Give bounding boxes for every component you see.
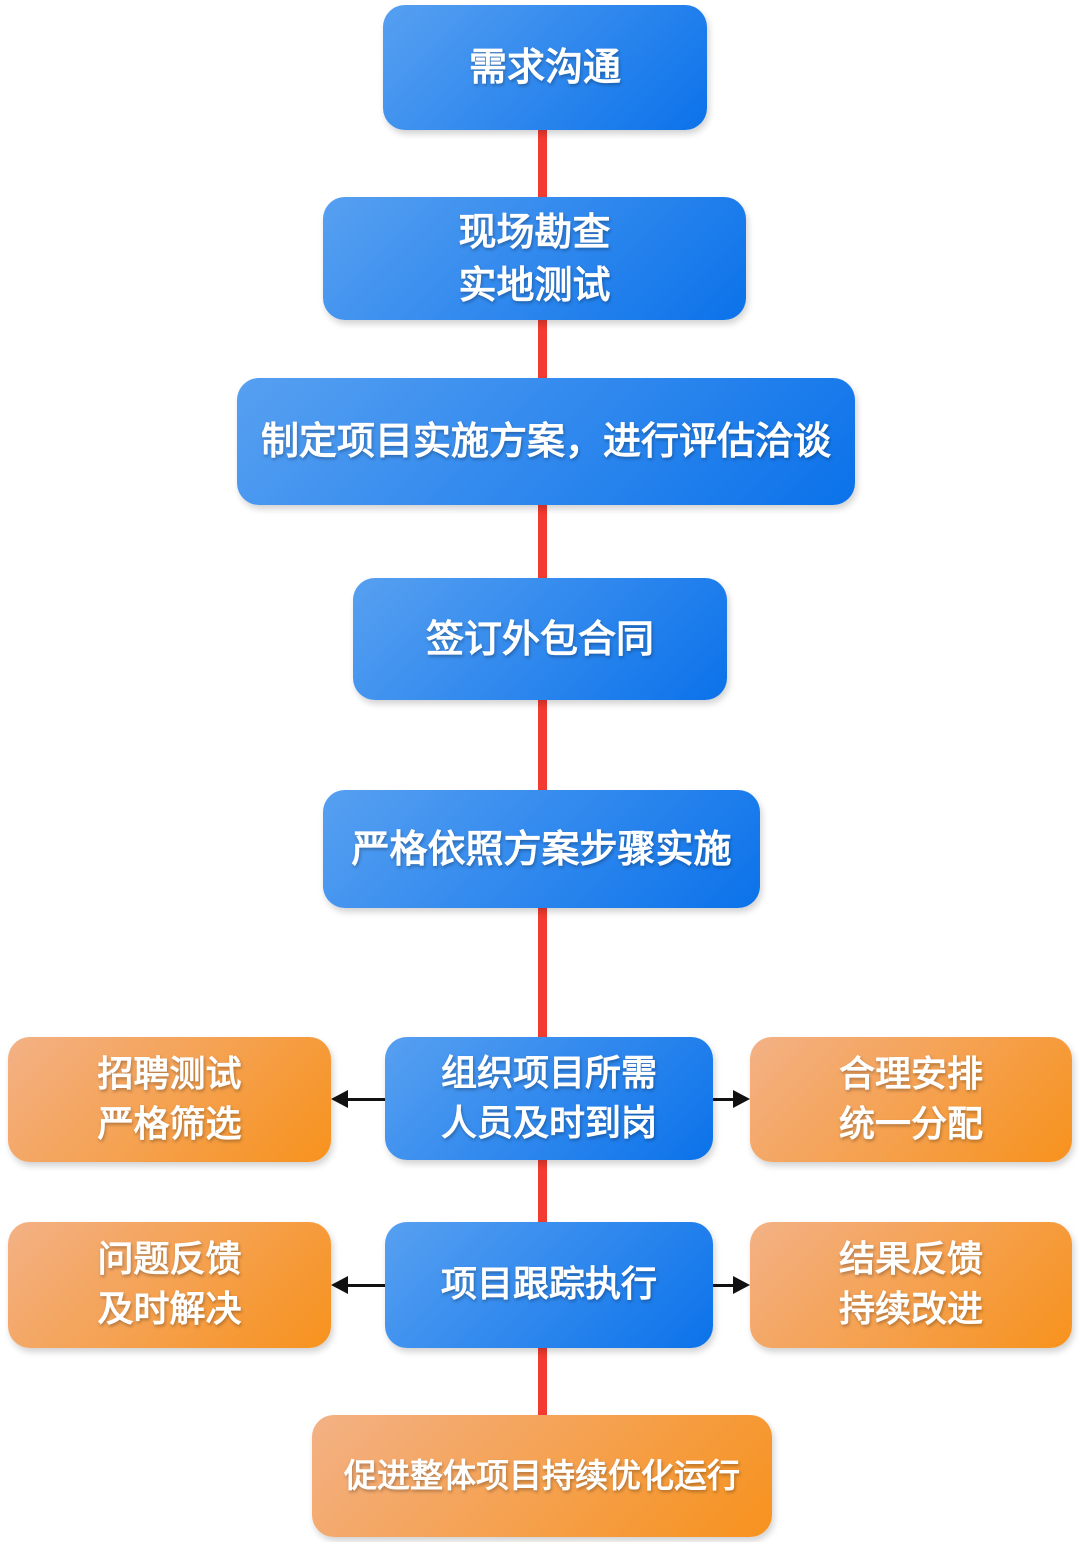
arrow-shaft	[713, 1097, 736, 1101]
node-requirements-communication: 需求沟通	[383, 5, 707, 130]
node-project-tracking-execution: 项目跟踪执行	[385, 1222, 713, 1348]
node-recruit-test-screening: 招聘测试 严格筛选	[8, 1037, 331, 1162]
arrowhead-left-icon	[331, 1276, 348, 1294]
node-arrange-allocate: 合理安排 统一分配	[750, 1037, 1072, 1162]
node-result-feedback-improve: 结果反馈 持续改进	[750, 1222, 1072, 1348]
arrow-shaft	[345, 1283, 385, 1287]
node-site-survey-field-test: 现场勘查 实地测试	[323, 197, 746, 320]
node-promote-continuous-optimization: 促进整体项目持续优化运行	[312, 1415, 772, 1537]
arrowhead-left-icon	[331, 1090, 348, 1108]
arrow-to-recruit-test-icon	[331, 1090, 385, 1108]
arrow-to-problem-feedback-icon	[331, 1276, 385, 1294]
node-sign-outsourcing-contract: 签订外包合同	[353, 578, 727, 700]
arrow-shaft	[345, 1097, 385, 1101]
main-flow-connector-line	[538, 60, 547, 1476]
node-strict-implementation: 严格依照方案步骤实施	[323, 790, 760, 908]
arrow-shaft	[713, 1283, 736, 1287]
node-problem-feedback-resolve: 问题反馈 及时解决	[8, 1222, 331, 1348]
arrowhead-right-icon	[733, 1276, 750, 1294]
node-implementation-plan-evaluation: 制定项目实施方案，进行评估洽谈	[237, 378, 855, 505]
node-organize-personnel: 组织项目所需 人员及时到岗	[385, 1037, 713, 1160]
arrow-to-arrange-allocate-icon	[713, 1090, 750, 1108]
arrow-to-result-feedback-icon	[713, 1276, 750, 1294]
arrowhead-right-icon	[733, 1090, 750, 1108]
